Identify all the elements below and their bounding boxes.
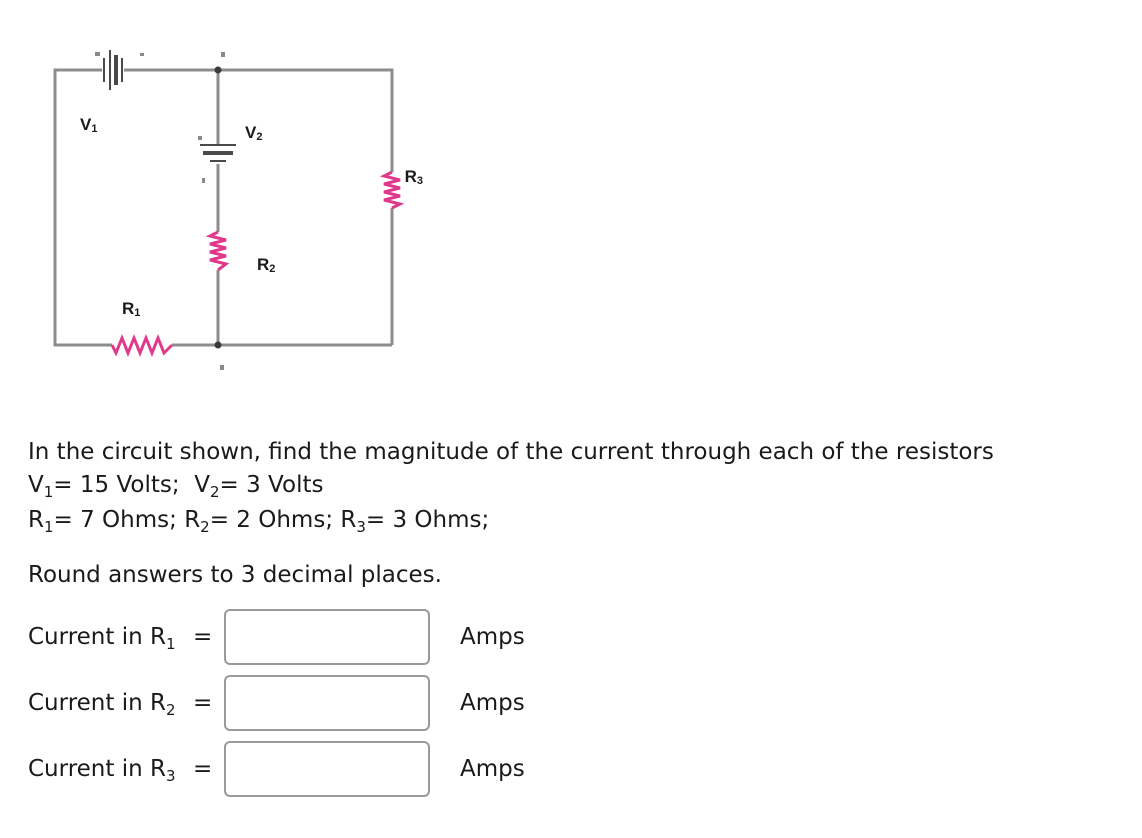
label-r3: R3 [405,167,423,187]
label-r2: R2 [257,255,275,275]
unit-label: Amps [460,690,525,716]
label-v2: V2 [245,123,262,143]
equals-sign: = [193,690,213,716]
answer-label-r2: Current in R2 [28,690,176,719]
current-r2-input[interactable] [224,675,430,731]
unit-label: Amps [460,624,525,650]
circuit-diagram: V1 V2 R3 R2 R1 [53,50,423,370]
answer-label-r3: Current in R3 [28,756,176,785]
junction-dots [214,52,225,370]
voltage-values: V1= 15 Volts; V2= 3 Volts [28,472,324,501]
circuit-wires [53,68,394,347]
resistor-r3 [379,170,405,210]
equals-sign: = [193,756,213,782]
answer-label-r1: Current in R1 [28,624,176,653]
current-r3-input[interactable] [224,741,430,797]
current-r1-input[interactable] [224,609,430,665]
answer-row-r3: Current in R3 = Amps [28,741,588,801]
answer-row-r1: Current in R1 = Amps [28,609,588,669]
problem-prompt: In the circuit shown, find the magnitude… [28,439,994,465]
resistor-r2 [205,230,230,272]
unit-label: Amps [460,756,525,782]
resistor-r1 [110,333,174,358]
battery-v2 [198,136,236,183]
equals-sign: = [193,624,213,650]
battery-v1 [95,50,144,90]
answer-row-r2: Current in R2 = Amps [28,675,588,735]
rounding-instruction: Round answers to 3 decimal places. [28,562,442,588]
label-r1: R1 [122,299,140,319]
label-v1: V1 [80,115,97,135]
resistance-values: R1= 7 Ohms; R2= 2 Ohms; R3= 3 Ohms; [28,507,490,536]
